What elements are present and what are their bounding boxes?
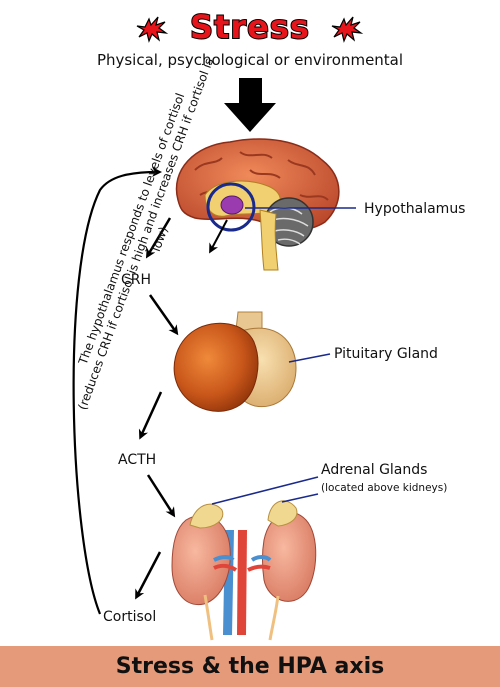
kidneys-image xyxy=(171,476,319,641)
flow-arrows xyxy=(135,217,179,600)
label-cortisol: Cortisol xyxy=(103,609,157,625)
label-acth: ACTH xyxy=(118,452,157,468)
label-hypothalamus: Hypothalamus xyxy=(364,201,466,217)
banner-title: Stress & the HPA axis xyxy=(115,654,385,679)
starburst-icon xyxy=(331,16,364,43)
starburst-icon xyxy=(136,16,169,43)
pituitary-image xyxy=(173,311,331,412)
feedback-arrow xyxy=(72,167,162,615)
footer-banner: Stress & the HPA axis xyxy=(0,646,500,687)
label-adrenal-note: (located above kidneys) xyxy=(321,482,448,494)
arrow-down-icon xyxy=(224,78,276,132)
page-title: Stress xyxy=(189,7,310,47)
label-pituitary: Pituitary Gland xyxy=(334,346,438,362)
label-adrenal: Adrenal Glands xyxy=(321,462,428,478)
brain-image xyxy=(175,138,356,271)
stress-subtitle: Physical, psychological or environmental xyxy=(96,51,404,69)
label-crh: CRH xyxy=(121,272,152,288)
